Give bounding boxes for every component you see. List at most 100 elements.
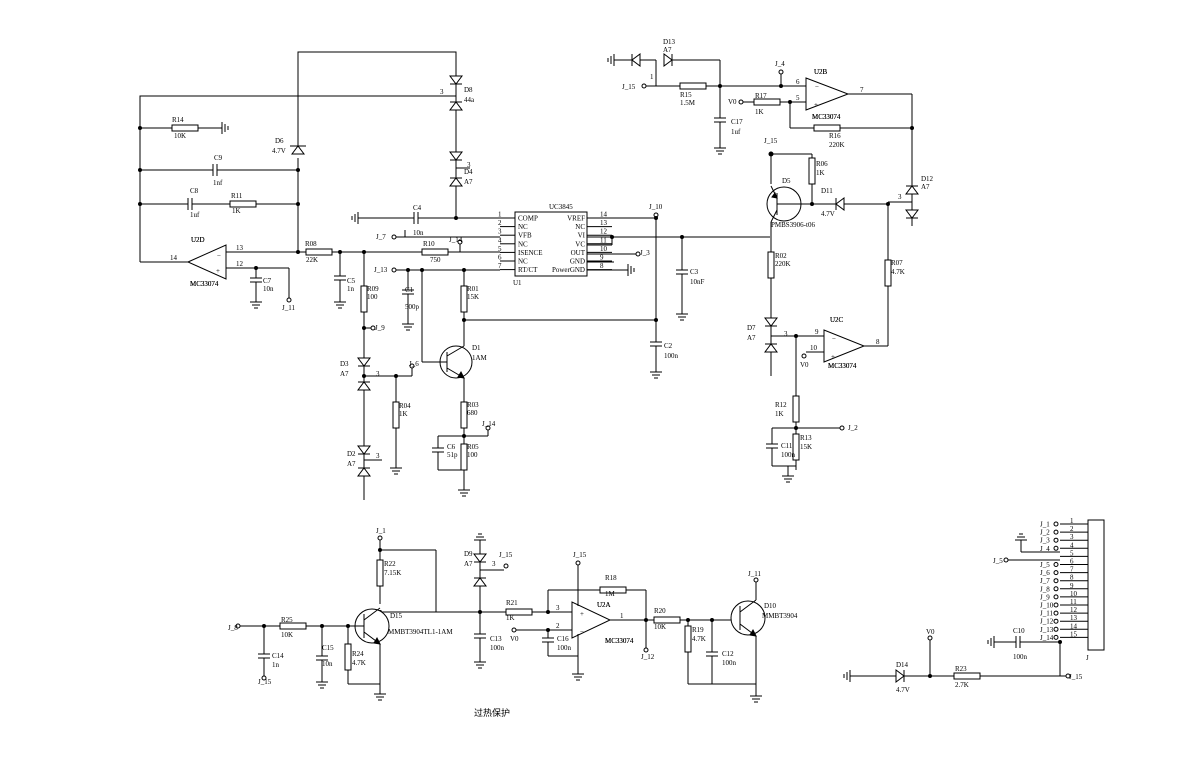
component-label: J_12 — [641, 653, 655, 661]
component-label: R25 — [281, 616, 293, 624]
component-label: MC33074 — [605, 637, 634, 645]
component-label: C2 — [664, 342, 673, 350]
component-label: 4.7V — [272, 147, 286, 155]
component-label: 100n — [1013, 653, 1028, 661]
component-label: 1M — [605, 590, 616, 598]
component-label: 3 — [467, 161, 471, 169]
opamp-pin: 3 — [556, 604, 560, 612]
component-label: PMBS3906-t06 — [771, 221, 815, 229]
component-label: D13 — [663, 38, 676, 46]
component-label: R08 — [305, 240, 317, 248]
diode-d13 — [631, 53, 641, 67]
component-label: 4.7V — [821, 210, 835, 218]
component-label: R18 — [605, 574, 617, 582]
zener-d14 — [895, 669, 905, 683]
component-label: A7 — [347, 460, 356, 468]
ic-pin-number-left: 1 — [498, 211, 502, 219]
component-label: R03 — [467, 401, 479, 409]
component-label: R11 — [231, 192, 243, 200]
ic-pin-label-left: VFB — [518, 232, 532, 240]
component-label: C5 — [347, 277, 356, 285]
connector-pin-number: 15 — [1070, 630, 1078, 638]
svg-text:−: − — [217, 252, 221, 260]
component-label: C16 — [557, 635, 569, 643]
ic-pin-number-right: 10 — [600, 245, 608, 253]
component-label: 3 — [376, 370, 380, 378]
component-label: 1uf — [190, 211, 200, 219]
component-label: D6 — [275, 137, 284, 145]
component-label: 1n — [347, 285, 355, 293]
resistor-r23 — [953, 672, 981, 680]
component-label: D8 — [464, 86, 473, 94]
u2d-feedback-section: −+ — [138, 51, 500, 500]
ic-pin-label-left: NC — [518, 258, 528, 266]
svg-text:+: + — [814, 101, 818, 109]
ic-pin-label-right: OUT — [571, 249, 586, 257]
opamp-u2b — [805, 77, 850, 111]
ic-pin-label-right: VC — [575, 240, 585, 248]
u2c-section: −+ — [764, 151, 892, 483]
component-label: R04 — [399, 402, 411, 410]
resistor-r08 — [305, 248, 333, 256]
component-label: J_14 — [449, 236, 463, 244]
component-label: R15 — [680, 91, 692, 99]
diode-d12 — [905, 185, 919, 195]
component-label: A7 — [747, 334, 756, 342]
component-label: J_10 — [649, 203, 663, 211]
component-label: 1n — [272, 661, 280, 669]
resistor-r22 — [376, 559, 384, 587]
component-label: 3 — [898, 193, 902, 201]
component-label: U2A — [597, 601, 611, 609]
u2b-section: −+ — [607, 53, 919, 226]
connector-pin-number: 12 — [1070, 606, 1078, 614]
component-label: V0 — [800, 361, 809, 369]
component-label: R17 — [755, 92, 767, 100]
connector-net-label: J_9 — [1040, 593, 1050, 601]
ic-pin-number-left: 4 — [498, 236, 502, 244]
component-label: D7 — [747, 324, 756, 332]
ic-pin-number-right: 8 — [600, 262, 604, 270]
component-label: 100n — [664, 352, 679, 360]
component-label: R19 — [692, 626, 704, 634]
component-label: R13 — [800, 434, 812, 442]
component-label: R02 — [775, 252, 787, 260]
component-label: 1nf — [213, 179, 223, 187]
component-label: D5 — [782, 177, 791, 185]
component-label: 1K — [755, 108, 764, 116]
svg-text:−: − — [580, 628, 584, 636]
ic-uc3845 — [514, 211, 588, 277]
ic-pin-label-left: NC — [518, 240, 528, 248]
component-label: J_11 — [282, 304, 295, 312]
opamp-pin: 14 — [170, 254, 178, 262]
component-label: R09 — [367, 285, 379, 293]
ic-pin-number-left: 2 — [498, 219, 502, 227]
opamp-pin: 2 — [556, 622, 560, 630]
component-label: A7 — [340, 370, 349, 378]
component-label: 1K — [399, 410, 408, 418]
opamp-pin: 13 — [236, 244, 244, 252]
component-label: 3 — [784, 330, 788, 338]
resistor-r06 — [808, 157, 816, 185]
component-label: A7 — [464, 178, 473, 186]
component-label: D12 — [921, 175, 934, 183]
opamp-pin: 8 — [876, 338, 880, 346]
connector-net-label: J_8 — [1040, 585, 1050, 593]
component-label: A7 — [921, 183, 930, 191]
component-label: 4.7K — [352, 659, 366, 667]
component-label: 4.7K — [692, 635, 706, 643]
zener-d11 — [835, 197, 845, 211]
component-label: 1K — [816, 169, 825, 177]
component-label: D2 — [347, 450, 356, 458]
ic-pin-number-right: 11 — [600, 236, 607, 244]
opamp-pin: 1 — [620, 612, 624, 620]
connector-pin-number: 8 — [1070, 574, 1074, 582]
ic-pin-label-right: PowerGND — [552, 266, 585, 274]
component-label: 1.5M — [680, 99, 696, 107]
component-label: J_6 — [409, 360, 419, 368]
connector-pin-number: 5 — [1070, 549, 1074, 557]
component-label: C6 — [447, 443, 456, 451]
component-label: R24 — [352, 650, 364, 658]
component-label: J_13 — [374, 266, 388, 274]
resistor-r19 — [684, 625, 692, 653]
